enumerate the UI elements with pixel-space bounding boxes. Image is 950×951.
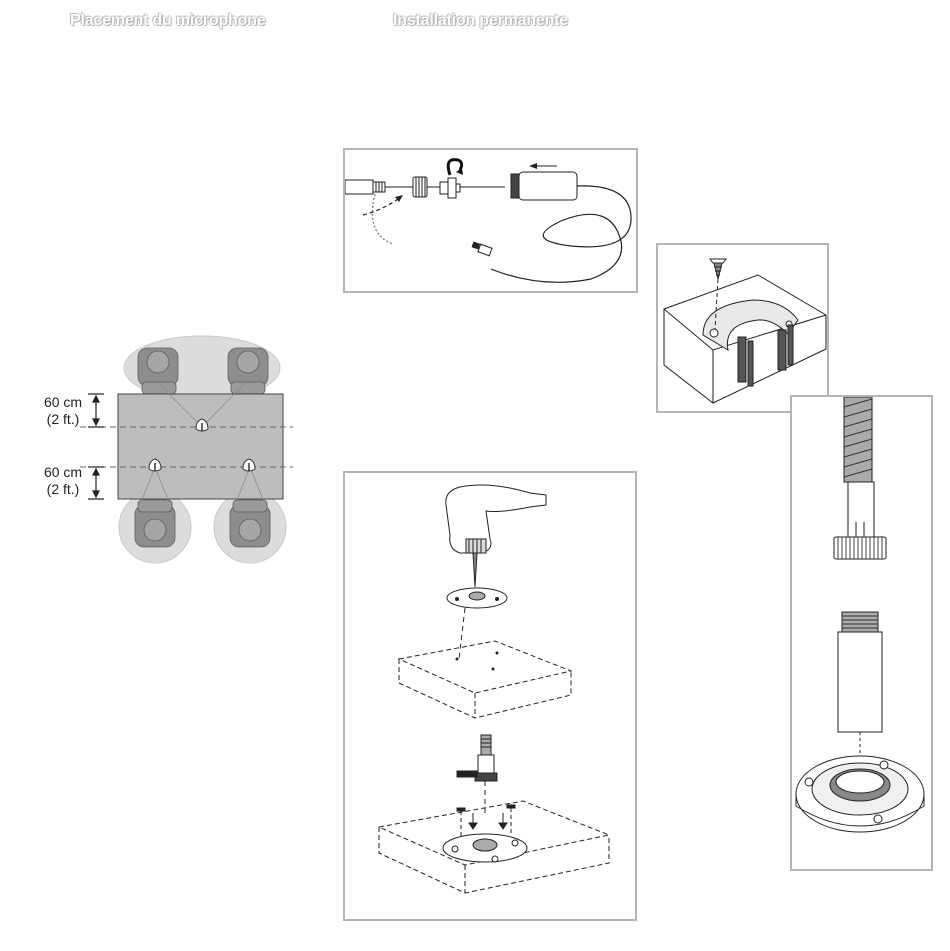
person-top-right [228,348,268,394]
gooseneck-icon [834,397,886,559]
insert-arrow [363,197,401,215]
cable-end-plug-icon [472,242,492,256]
screw-icon [710,259,726,279]
spacing-label-top: 60 cm (2 ft.) [40,394,86,428]
person-bottom-left [135,500,175,547]
microphone-tube [345,180,373,194]
spacing-imperial: (2 ft.) [40,481,86,498]
panel-screw-mount [656,243,829,413]
drill-icon [446,485,546,587]
drill-flange-illustration [345,473,635,919]
spacing-label-bottom: 60 cm (2 ft.) [40,464,86,498]
connector-pins-icon [373,182,385,192]
base-ring-icon [796,756,924,832]
gooseneck-base-icon [457,735,497,781]
loose-cable [372,194,393,244]
threaded-nut-icon [413,177,427,197]
spacing-metric: 60 cm [40,394,86,411]
mounting-tube-icon [838,612,882,732]
panel-drill-flange-installation [343,471,637,921]
installed-flange-icon [443,834,527,862]
gooseneck-mount-illustration [792,397,931,869]
screw-mount-illustration [658,245,827,411]
dimension-arrow-top [88,394,104,427]
xlr-plug-icon [511,172,577,200]
panel-cable-connection [343,148,638,293]
dimension-arrow-bottom [88,467,104,499]
direction-arrow-icon [529,163,537,169]
mounting-board [399,641,571,718]
spacing-metric: 60 cm [40,464,86,481]
conference-table [118,394,283,499]
mounting-flange-icon [447,588,507,608]
spacing-imperial: (2 ft.) [40,411,86,428]
person-top-left [138,348,178,394]
heading-permanent-installation: Installation permanente [393,12,568,30]
panel-gooseneck-mount [790,395,933,871]
screw-arrows [457,805,515,838]
person-bottom-right [230,500,270,547]
cable-clip-icon [440,178,460,198]
placement-diagram [0,0,320,600]
cable-connection-illustration [345,150,636,291]
